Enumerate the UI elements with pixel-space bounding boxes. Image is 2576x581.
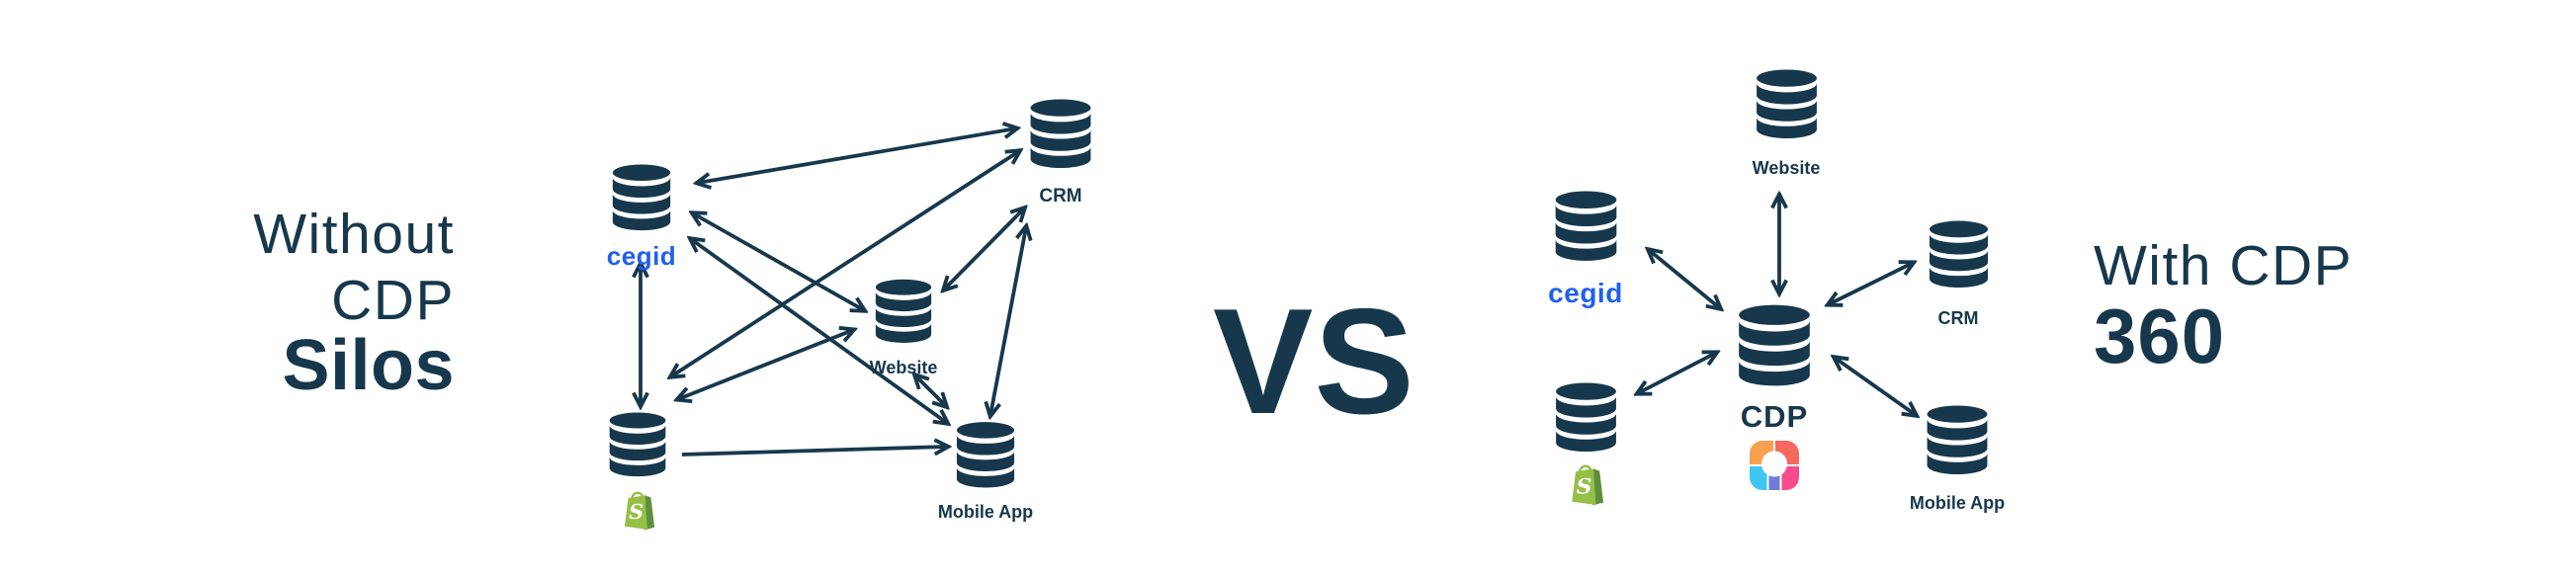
database-icon	[955, 420, 1016, 492]
left-node-mobile-app: Mobile App	[924, 420, 1047, 523]
node-label-mobile-app: Mobile App	[937, 502, 1034, 522]
cegid-logo-label: cegid	[1548, 278, 1623, 308]
edge-cdp-cegid	[1649, 250, 1720, 308]
node-label-crm: CRM	[1039, 186, 1082, 207]
left-node-website: Website	[842, 277, 965, 378]
database-icon	[874, 277, 933, 348]
cegid-logo-label: cegid	[606, 241, 677, 271]
shopify-bag-icon: S	[624, 491, 655, 531]
left-heading-emphasis: Silos	[282, 326, 455, 405]
database-icon	[1928, 219, 1990, 291]
database-icon	[1028, 99, 1093, 171]
right-node-crm: CRM	[1897, 219, 2019, 329]
cdp-hub-label: CDP	[1740, 399, 1809, 434]
database-icon	[1755, 69, 1819, 141]
edge-cdp-shopify	[1638, 353, 1716, 393]
left-node-shopify: S	[576, 412, 699, 535]
left-heading-line1: Without	[253, 203, 455, 266]
edge-website-mobileapp	[915, 375, 946, 406]
svg-text:S: S	[629, 500, 644, 524]
database-icon	[1553, 382, 1619, 455]
svg-text:S: S	[1577, 474, 1592, 500]
vs-divider-label: VS	[1213, 278, 1416, 446]
database-icon	[1734, 304, 1815, 389]
right-node-cegid: cegid	[1524, 191, 1647, 309]
node-label-mobile-app: Mobile App	[1909, 493, 2006, 513]
left-heading: Without CDP Silos	[143, 198, 455, 405]
node-label-crm: CRM	[1937, 308, 1979, 328]
right-node-mobile-app: Mobile App	[1896, 405, 2018, 514]
cdp-app-logo-icon	[1750, 441, 1799, 490]
database-icon	[1551, 191, 1621, 264]
cdp-spoke-arrows	[1522, 40, 1997, 563]
database-icon	[1925, 405, 1990, 477]
edge-cdp-crm	[1829, 263, 1913, 304]
left-node-crm: CRM	[999, 99, 1122, 208]
right-heading: With CDP 360	[2094, 237, 2449, 377]
edge-shopify-mobileapp	[681, 447, 947, 456]
node-label-website: Website	[869, 358, 938, 377]
edge-crm-mobileapp	[990, 227, 1026, 415]
edge-shopify-website	[678, 330, 853, 399]
shopify-bag-icon: S	[1572, 464, 1604, 506]
edge-cegid-crm	[698, 128, 1016, 183]
right-node-website: Website	[1725, 69, 1847, 179]
right-heading-line1: With CDP	[2094, 234, 2354, 297]
edge-cegid-website	[693, 213, 864, 310]
node-label-website: Website	[1752, 158, 1821, 178]
database-icon	[610, 164, 673, 233]
silo-mesh-arrows	[554, 49, 1127, 456]
database-icon	[606, 412, 669, 479]
left-node-cegid: cegid	[580, 164, 703, 272]
right-node-shopify: S	[1524, 382, 1647, 508]
edge-cdp-mobileapp	[1835, 358, 1916, 415]
cdp-hub-node: CDP	[1713, 304, 1836, 490]
left-heading-line2: CDP	[331, 269, 455, 332]
right-heading-emphasis: 360	[2094, 292, 2226, 379]
